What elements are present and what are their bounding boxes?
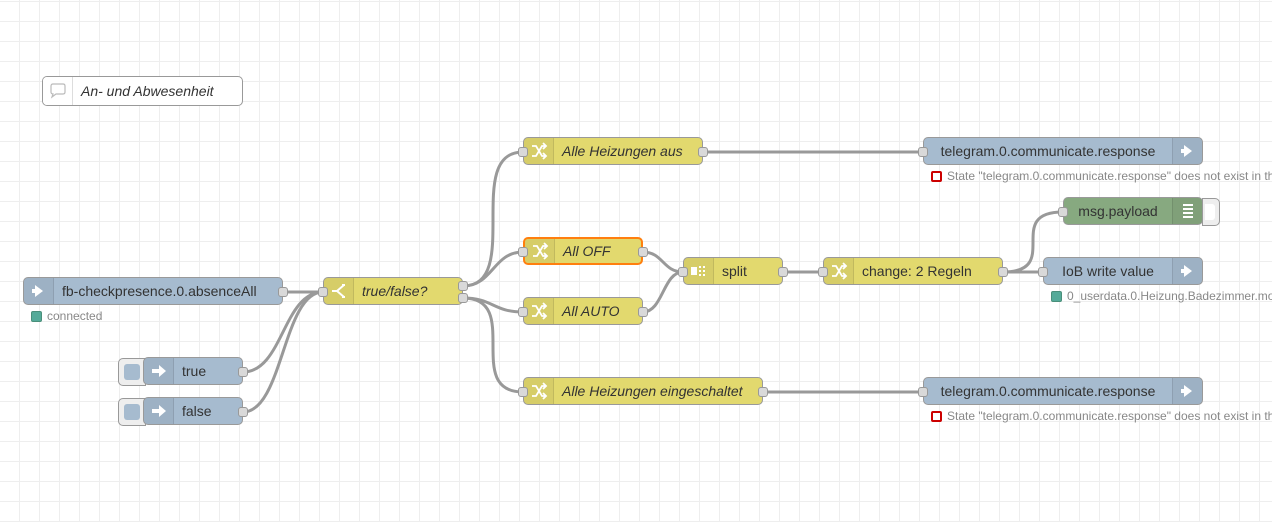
wire-switch-to-auto bbox=[462, 296, 524, 314]
inject-true-output-port[interactable] bbox=[238, 367, 248, 377]
telegram-top-input-port[interactable] bbox=[918, 147, 928, 157]
change-aus-input-port[interactable] bbox=[518, 147, 528, 157]
change-heizungen-ein-node[interactable]: Alle Heizungen eingeschaltet bbox=[523, 377, 763, 405]
split-output-port[interactable] bbox=[778, 267, 788, 277]
change-all-off-node[interactable]: All OFF bbox=[523, 237, 643, 265]
inject-false-output-port[interactable] bbox=[238, 407, 248, 417]
change-ein-label: Alle Heizungen eingeschaltet bbox=[562, 383, 743, 399]
change-auto-output-port[interactable] bbox=[638, 307, 648, 317]
absence-status: connected bbox=[31, 309, 102, 323]
debug-input-port[interactable] bbox=[1058, 207, 1068, 217]
absence-output-port[interactable] bbox=[278, 287, 288, 297]
inject-false-button[interactable] bbox=[118, 398, 146, 426]
switch-node[interactable]: true/false? bbox=[323, 277, 463, 305]
split-label: split bbox=[722, 263, 747, 279]
arrow-out-icon bbox=[1172, 378, 1202, 404]
change-auto-input-port[interactable] bbox=[518, 307, 528, 317]
status-error-ring bbox=[931, 410, 942, 422]
change-off-output-port[interactable] bbox=[638, 247, 648, 257]
switch-output-port-1[interactable] bbox=[458, 281, 468, 291]
change-off-input-port[interactable] bbox=[518, 247, 528, 257]
change-aus-label: Alle Heizungen aus bbox=[562, 143, 683, 159]
switch-input-port[interactable] bbox=[318, 287, 328, 297]
absence-status-text: connected bbox=[47, 309, 103, 323]
wire-false-to-switch bbox=[242, 290, 324, 414]
status-error-ring bbox=[931, 170, 942, 182]
telegram-bottom-status-text: State "telegram.0.communicate.response" … bbox=[947, 409, 1272, 423]
debug-msg-payload-node[interactable]: msg.payload bbox=[1063, 197, 1203, 225]
comment-node[interactable]: An- und Abwesenheit bbox=[42, 76, 243, 106]
wire-off-to-split bbox=[642, 250, 684, 274]
change-heizungen-aus-node[interactable]: Alle Heizungen aus bbox=[523, 137, 703, 165]
change-ein-input-port[interactable] bbox=[518, 387, 528, 397]
change-regeln-label: change: 2 Regeln bbox=[862, 263, 972, 279]
telegram-top-status-text: State "telegram.0.communicate.response" … bbox=[947, 169, 1272, 183]
arrow-out-icon bbox=[1172, 138, 1202, 164]
wire-auto-to-split bbox=[642, 270, 684, 314]
inject-arrow-icon bbox=[144, 398, 174, 424]
change-regeln-output-port[interactable] bbox=[998, 267, 1008, 277]
change-regeln-input-port[interactable] bbox=[818, 267, 828, 277]
wire-switch-to-off bbox=[462, 250, 524, 288]
absence-node-label: fb-checkpresence.0.absenceAll bbox=[62, 283, 257, 299]
telegram-top-label: telegram.0.communicate.response bbox=[940, 143, 1156, 159]
status-connected-dot bbox=[1051, 290, 1062, 302]
debug-list-icon bbox=[1172, 198, 1202, 224]
absence-input-node[interactable]: fb-checkpresence.0.absenceAll bbox=[23, 277, 283, 305]
telegram-bottom-label: telegram.0.communicate.response bbox=[940, 383, 1156, 399]
shuffle-icon bbox=[524, 298, 554, 324]
change-ein-output-port[interactable] bbox=[758, 387, 768, 397]
debug-label: msg.payload bbox=[1078, 203, 1158, 219]
shuffle-icon bbox=[525, 239, 555, 263]
telegram-response-node-top[interactable]: telegram.0.communicate.response bbox=[923, 137, 1203, 165]
wire-switch-to-aus bbox=[462, 150, 524, 288]
change-2-regeln-node[interactable]: change: 2 Regeln bbox=[823, 257, 1003, 285]
shuffle-icon bbox=[824, 258, 854, 284]
debug-toggle-button[interactable] bbox=[1202, 198, 1220, 226]
telegram-top-status: State "telegram.0.communicate.response" … bbox=[931, 169, 1272, 183]
iob-write-label: IoB write value bbox=[1062, 263, 1154, 279]
iob-write-status-text: 0_userdata.0.Heizung.Badezimmer.mo bbox=[1067, 289, 1272, 303]
iob-write-status: 0_userdata.0.Heizung.Badezimmer.mo bbox=[1051, 289, 1272, 303]
telegram-bottom-status: State "telegram.0.communicate.response" … bbox=[931, 409, 1272, 423]
inject-false-label: false bbox=[182, 403, 212, 419]
iob-write-input-port[interactable] bbox=[1038, 267, 1048, 277]
change-all-auto-node[interactable]: All AUTO bbox=[523, 297, 643, 325]
inject-arrow-icon bbox=[144, 358, 174, 384]
inject-true-button[interactable] bbox=[118, 358, 146, 386]
shuffle-icon bbox=[524, 378, 554, 404]
switch-output-port-2[interactable] bbox=[458, 293, 468, 303]
change-aus-output-port[interactable] bbox=[698, 147, 708, 157]
inject-false-node[interactable]: false bbox=[143, 397, 243, 425]
inject-true-label: true bbox=[182, 363, 207, 379]
change-auto-label: All AUTO bbox=[562, 303, 620, 319]
comment-icon bbox=[43, 77, 73, 105]
split-icon bbox=[684, 258, 714, 284]
arrow-in-icon bbox=[24, 278, 54, 304]
split-node[interactable]: split bbox=[683, 257, 783, 285]
telegram-response-node-bottom[interactable]: telegram.0.communicate.response bbox=[923, 377, 1203, 405]
shuffle-icon bbox=[524, 138, 554, 164]
split-input-port[interactable] bbox=[678, 267, 688, 277]
comment-label: An- und Abwesenheit bbox=[81, 83, 214, 99]
telegram-bottom-input-port[interactable] bbox=[918, 387, 928, 397]
iob-write-value-node[interactable]: IoB write value bbox=[1043, 257, 1203, 285]
switch-icon bbox=[324, 278, 354, 304]
status-connected-dot bbox=[31, 310, 42, 322]
switch-label: true/false? bbox=[362, 283, 428, 299]
arrow-out-icon bbox=[1172, 258, 1202, 284]
inject-true-node[interactable]: true bbox=[143, 357, 243, 385]
change-off-label: All OFF bbox=[563, 243, 611, 259]
wire-switch-to-ein bbox=[462, 296, 524, 394]
